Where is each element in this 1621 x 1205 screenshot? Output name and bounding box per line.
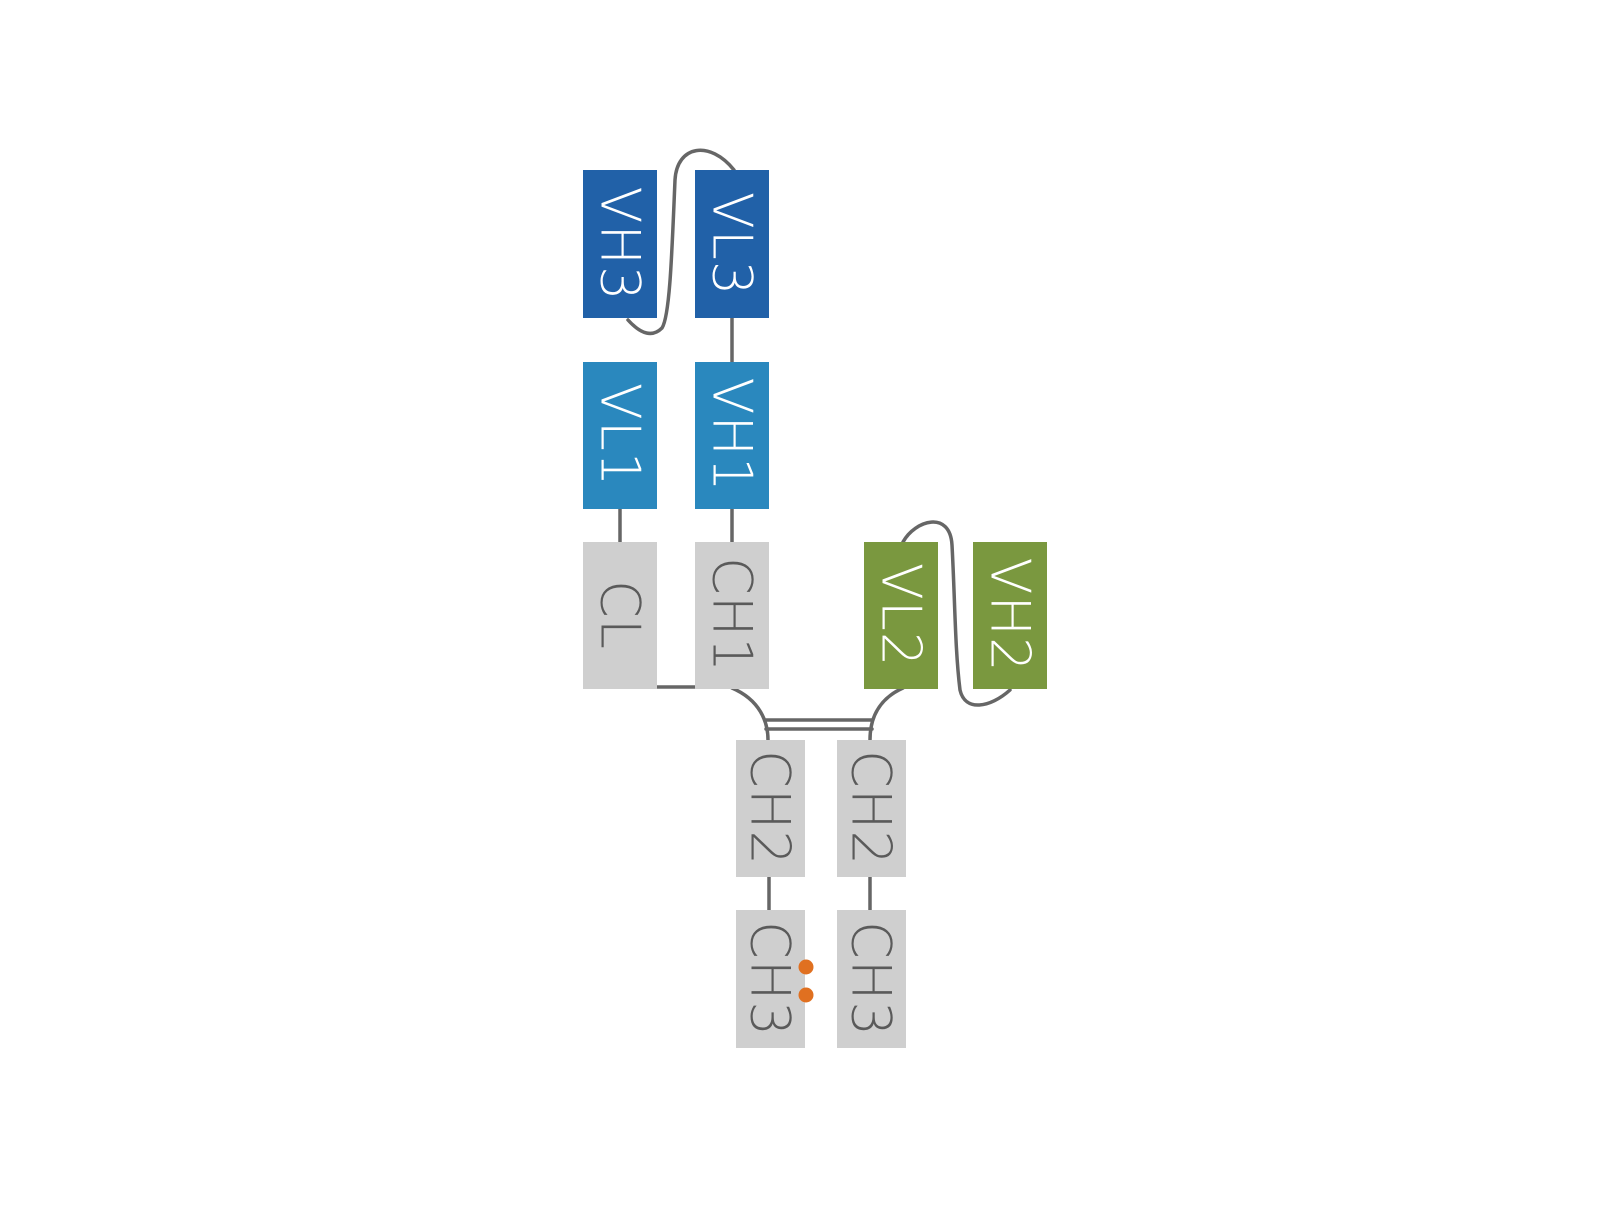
domain-vl2-label: VL2 [870,563,933,667]
domain-vh2: VH2 [973,542,1047,689]
domain-ch3-left-label: CH3 [739,921,802,1037]
domain-vl1: VL1 [583,362,657,509]
domain-vh3: VH3 [583,170,657,318]
domain-vh1-label: VH1 [701,378,764,493]
domain-ch2-right: CH2 [837,740,906,877]
domain-cl: CL [583,542,657,689]
mutation-dot-1 [798,959,814,975]
hinge-right [868,686,905,742]
domain-vl2: VL2 [864,542,938,689]
connectors [618,148,1012,912]
domain-vl3: VL3 [695,170,769,318]
domain-vh2-label: VH2 [979,558,1042,673]
domain-vh3-label: VH3 [589,187,652,302]
ch3-mutation-dots [798,959,814,1003]
domain-ch1: CH1 [695,542,769,689]
domain-ch3-right: CH3 [837,910,906,1048]
domain-ch1-label: CH1 [701,557,764,673]
hinge-left [730,686,770,742]
linker-vh3-vl3 [626,148,736,336]
domain-ch3-left: CH3 [736,910,805,1048]
domain-vl3-label: VL3 [701,192,764,296]
domain-ch2-left: CH2 [736,740,805,877]
domain-ch2-right-label: CH2 [840,750,903,866]
domain-ch3-right-label: CH3 [840,921,903,1037]
domain-vl1-label: VL1 [589,383,652,487]
domain-ch2-left-label: CH2 [739,750,802,866]
linker-vl2-vh2 [901,520,1012,707]
domain-vh1: VH1 [695,362,769,509]
domain-cl-label: CL [589,580,652,650]
domains: VH3 VL3 VL1 VH1 CL CH1 VL2 [583,170,1047,1048]
mutation-dot-2 [798,987,814,1003]
